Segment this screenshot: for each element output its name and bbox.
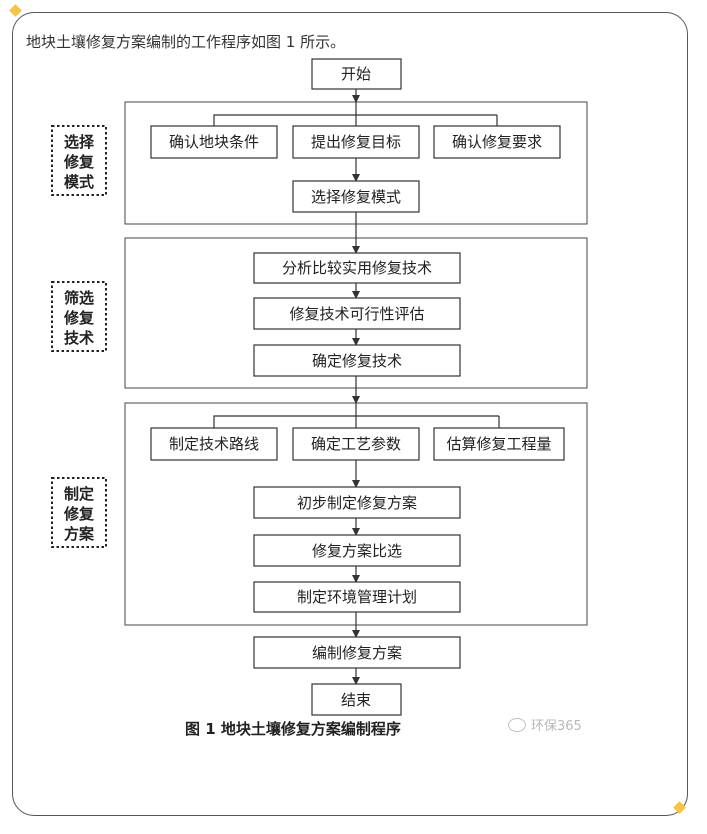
step-label: 修复技术可行性评估 bbox=[289, 305, 424, 323]
step-compare-tech: 分析比较实用修复技术 bbox=[253, 252, 461, 284]
wechat-icon bbox=[508, 718, 526, 732]
side-label-line: 模式 bbox=[64, 173, 94, 191]
connector-line bbox=[213, 102, 357, 126]
side-label-screen: 筛选 修复 技术 bbox=[51, 281, 107, 352]
step-confirm-requirements: 确认修复要求 bbox=[433, 125, 561, 159]
step-label: 确定修复技术 bbox=[312, 352, 402, 370]
step-process-params: 确定工艺参数 bbox=[292, 427, 420, 461]
step-label: 估算修复工程量 bbox=[446, 435, 551, 453]
side-label-line: 筛选 bbox=[64, 289, 94, 307]
step-compile-plan: 编制修复方案 bbox=[253, 636, 461, 669]
step-set-goals: 提出修复目标 bbox=[292, 125, 420, 159]
connector-line bbox=[213, 403, 357, 428]
side-label-line: 修复 bbox=[63, 153, 95, 171]
side-label-select: 选择 修复 模式 bbox=[51, 125, 107, 196]
step-tech-route: 制定技术路线 bbox=[150, 427, 278, 461]
step-label: 确认修复要求 bbox=[452, 133, 542, 151]
step-estimate-quantity: 估算修复工程量 bbox=[433, 427, 565, 461]
watermark-text: 环保365 bbox=[531, 719, 582, 734]
step-label: 选择修复模式 bbox=[311, 188, 401, 206]
step-feasibility: 修复技术可行性评估 bbox=[253, 297, 461, 330]
watermark: 环保365 bbox=[508, 715, 582, 734]
end-node: 结束 bbox=[311, 683, 402, 716]
step-label: 分析比较实用修复技术 bbox=[282, 259, 432, 277]
step-confirm-site: 确认地块条件 bbox=[150, 125, 278, 159]
side-label-line: 技术 bbox=[64, 329, 94, 347]
end-label: 结束 bbox=[341, 691, 371, 709]
side-label-plan: 制定 修复 方案 bbox=[51, 477, 107, 548]
side-label-line: 制定 bbox=[64, 485, 94, 503]
side-label-line: 修复 bbox=[63, 309, 95, 327]
step-label: 编制修复方案 bbox=[312, 644, 402, 662]
step-preliminary-plan: 初步制定修复方案 bbox=[253, 486, 461, 519]
side-label-line: 修复 bbox=[63, 505, 95, 523]
step-label: 初步制定修复方案 bbox=[297, 494, 417, 512]
side-label-line: 方案 bbox=[64, 525, 95, 543]
start-label: 开始 bbox=[341, 65, 371, 83]
step-determine-tech: 确定修复技术 bbox=[253, 344, 461, 377]
step-select-mode: 选择修复模式 bbox=[292, 180, 420, 213]
step-compare-plans: 修复方案比选 bbox=[253, 534, 461, 567]
step-label: 制定环境管理计划 bbox=[297, 588, 417, 606]
step-label: 确定工艺参数 bbox=[311, 435, 401, 453]
step-label: 修复方案比选 bbox=[312, 542, 402, 560]
step-label: 确认地块条件 bbox=[169, 133, 259, 151]
connectors bbox=[213, 89, 500, 685]
step-env-management: 制定环境管理计划 bbox=[253, 581, 461, 613]
side-label-line: 选择 bbox=[64, 133, 95, 151]
start-node: 开始 bbox=[311, 58, 402, 90]
intro-text: 地块土壤修复方案编制的工作程序如图 1 所示。 bbox=[26, 33, 346, 51]
figure-caption: 图 1 地块土壤修复方案编制程序 bbox=[185, 720, 401, 738]
step-label: 提出修复目标 bbox=[311, 133, 401, 151]
step-label: 制定技术路线 bbox=[169, 435, 259, 453]
